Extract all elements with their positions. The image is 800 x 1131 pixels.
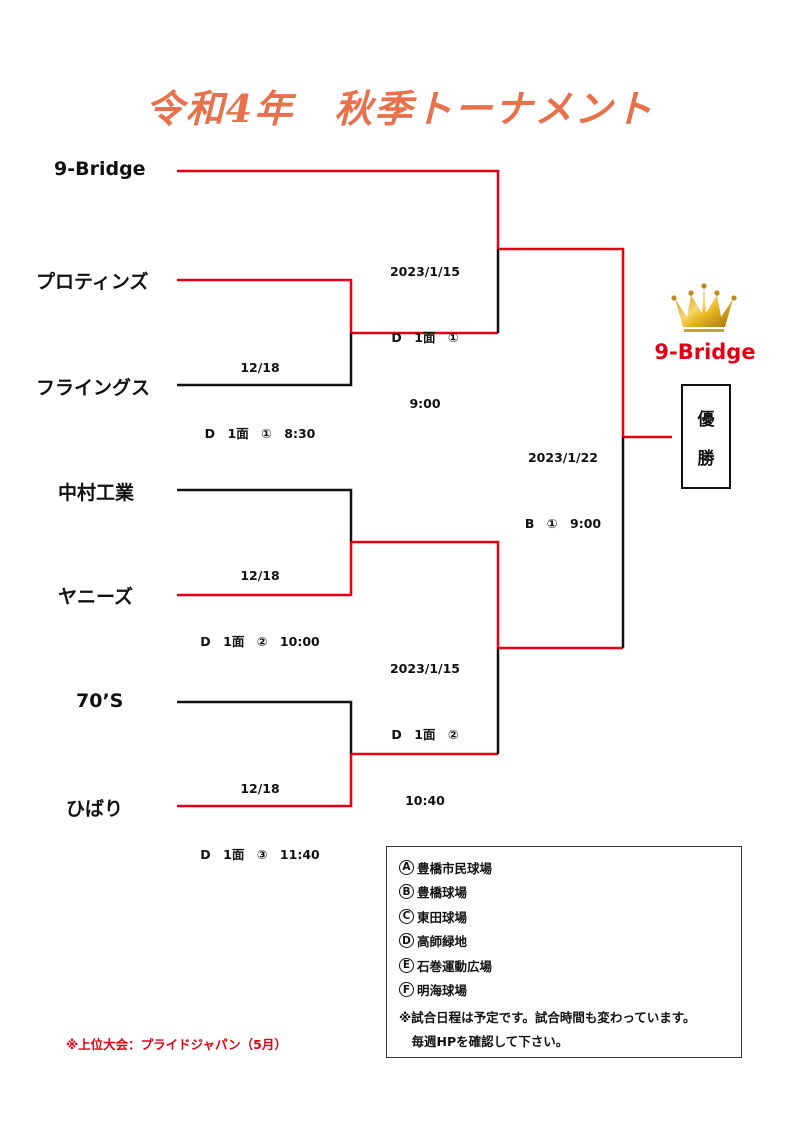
venue-letter: D — [399, 933, 414, 949]
line-70s — [177, 700, 353, 754]
venue-name: 豊橋球場 — [417, 885, 468, 901]
venue-name: 高師緑地 — [417, 934, 468, 950]
match-info-final: 2023/1/22 B ① 9:00 — [508, 403, 618, 557]
team-name: 中村工業 — [58, 482, 135, 504]
line-protinz — [177, 278, 353, 333]
champion-name: 9-Bridge — [654, 340, 756, 364]
team-name: プロティンズ — [36, 271, 149, 293]
match-info-semi2: 2023/1/15 D 1面 ② 10:40 — [340, 614, 510, 834]
line-flyings — [177, 333, 353, 387]
champion-label: 優 — [697, 409, 715, 430]
match-time: 9:00 — [409, 396, 441, 411]
champion-label: 勝 — [697, 448, 715, 469]
line-nakamura — [177, 488, 353, 542]
match-venue-time: B ① 9:00 — [524, 516, 602, 531]
venue-name: 石巻運動広場 — [417, 958, 493, 974]
match-date: 2023/1/22 — [527, 450, 598, 465]
line-9bridge — [177, 169, 500, 249]
venue-letter: C — [399, 908, 414, 924]
line-yaneez — [177, 542, 353, 597]
team-name: 9-Bridge — [54, 158, 146, 180]
note-line: 毎週HPを確認して下さい。 — [399, 1034, 569, 1049]
match-info-r1c: 12/18 D 1面 ③ 11:40 — [195, 734, 325, 888]
match-venue: D 1面 ① — [391, 330, 459, 345]
line-semi1-winner — [498, 247, 625, 437]
match-date: 2023/1/15 — [389, 661, 460, 676]
match-venue-time: D 1面 ② 10:00 — [200, 634, 320, 649]
match-info-r1b: 12/18 D 1面 ② 10:00 — [195, 521, 325, 675]
upper-tournament-note: ※上位大会：プライドジャパン（5月） — [66, 1037, 287, 1052]
venue-name: 明海球場 — [417, 983, 468, 999]
team-name: フライングス — [36, 377, 151, 399]
team-name: 70’S — [76, 690, 124, 712]
match-venue-time: D 1面 ③ 11:40 — [200, 847, 320, 862]
note-line: ※試合日程は予定です。試合時間も変わっています。 — [399, 1010, 696, 1025]
match-info-semi1: 2023/1/15 D 1面 ① 9:00 — [340, 217, 510, 437]
match-info-r1a: 12/18 D 1面 ① 8:30 — [195, 313, 325, 467]
team-name: ひばり — [66, 798, 124, 820]
venue-letter: B — [399, 884, 414, 900]
line-hibari — [177, 754, 353, 808]
match-time: 10:40 — [405, 793, 445, 808]
crown-icon — [671, 283, 737, 332]
venue-letter: A — [399, 859, 414, 875]
venue-name: 東田球場 — [417, 909, 468, 925]
match-date: 12/18 — [240, 568, 280, 583]
team-name: ヤニーズ — [58, 586, 134, 608]
line-r1b-winner — [351, 540, 500, 648]
page-title: 令和4年 秋季トーナメント — [145, 86, 655, 131]
venue-letter: F — [399, 982, 414, 998]
venue-name: 豊橋市民球場 — [417, 860, 493, 876]
schedule-note: ※試合日程は予定です。試合時間も変わっています。 毎週HPを確認して下さい。 — [399, 1006, 729, 1054]
venue-letter: E — [399, 957, 414, 973]
match-date: 12/18 — [240, 781, 280, 796]
match-date: 2023/1/15 — [389, 264, 460, 279]
match-venue: D 1面 ② — [391, 727, 459, 742]
match-venue-time: D 1面 ① 8:30 — [204, 426, 316, 441]
champion-box: 優 勝 — [681, 384, 731, 489]
match-date: 12/18 — [240, 360, 280, 375]
